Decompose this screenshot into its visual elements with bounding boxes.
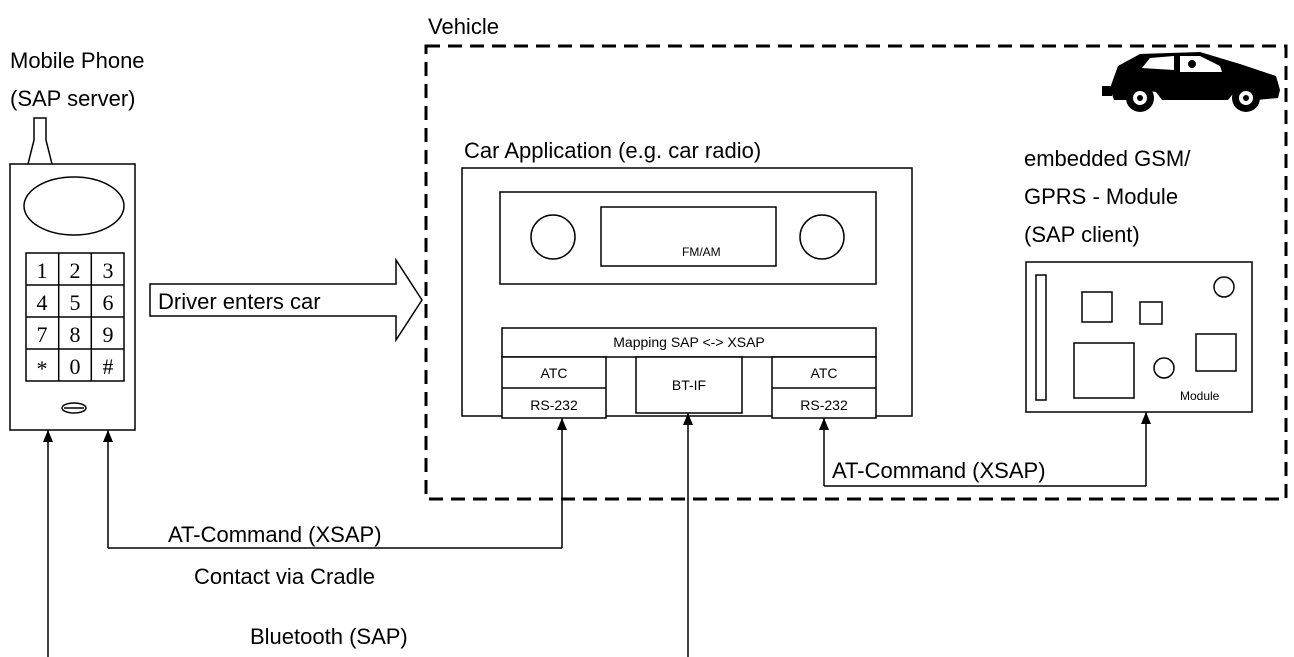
driver-enters-arrow: Driver enters car [149, 257, 423, 343]
car-icon [1102, 52, 1280, 112]
key-5: 5 [70, 290, 81, 315]
microphone-icon [61, 402, 87, 414]
module-label: Module [1180, 389, 1220, 403]
car-radio-icon: FM/AM [499, 191, 877, 285]
mapping-box [501, 327, 877, 358]
key-4: 4 [37, 290, 48, 315]
key-star: * [37, 356, 48, 381]
key-1: 1 [37, 258, 48, 283]
mobile-phone-icon: 1 2 3 4 5 6 7 8 9 * 0 # [9, 117, 136, 431]
gsm-label-line1: embedded GSM/ [1024, 146, 1191, 171]
fm-am-label: FM/AM [682, 245, 721, 259]
bt-if-box [635, 356, 743, 414]
key-3: 3 [103, 258, 114, 283]
key-2: 2 [70, 258, 81, 283]
radio-knob-right [799, 214, 845, 260]
bt-if-label: BT-IF [672, 377, 706, 393]
key-hash: # [103, 354, 114, 379]
radio-knob-left [530, 214, 576, 260]
left-rs232-label: RS-232 [530, 397, 578, 413]
key-9: 9 [103, 322, 114, 347]
phone-label-line1: Mobile Phone [10, 48, 145, 73]
car-app-label: Car Application (e.g. car radio) [464, 138, 761, 163]
vehicle-boundary [424, 44, 1288, 501]
gsm-module-icon: Module [1025, 261, 1253, 413]
bluetooth-connector [43, 413, 693, 657]
bluetooth-label: Bluetooth (SAP) [250, 624, 408, 649]
key-6: 6 [103, 290, 114, 315]
right-rs232-label: RS-232 [800, 397, 848, 413]
at-command-vehicle-label: AT-Command (XSAP) [832, 458, 1046, 483]
left-atc-label: ATC [541, 365, 568, 381]
vehicle-label: Vehicle [428, 14, 499, 39]
at-command-cradle-connector [103, 418, 567, 549]
phone-label-line2: (SAP server) [10, 86, 136, 111]
at-command-vehicle-connector [819, 412, 1151, 487]
gsm-label-line2: GPRS - Module [1024, 184, 1178, 209]
key-8: 8 [70, 322, 81, 347]
right-atc-label: ATC [811, 365, 838, 381]
at-command-cradle-label: AT-Command (XSAP) [168, 522, 382, 547]
contact-cradle-label: Contact via Cradle [194, 564, 375, 589]
gsm-label-line3: (SAP client) [1024, 222, 1140, 247]
mapping-label: Mapping SAP <-> XSAP [613, 334, 765, 350]
key-7: 7 [37, 322, 48, 347]
key-0: 0 [70, 354, 81, 379]
driver-enters-label: Driver enters car [158, 289, 321, 314]
radio-display [600, 206, 777, 267]
